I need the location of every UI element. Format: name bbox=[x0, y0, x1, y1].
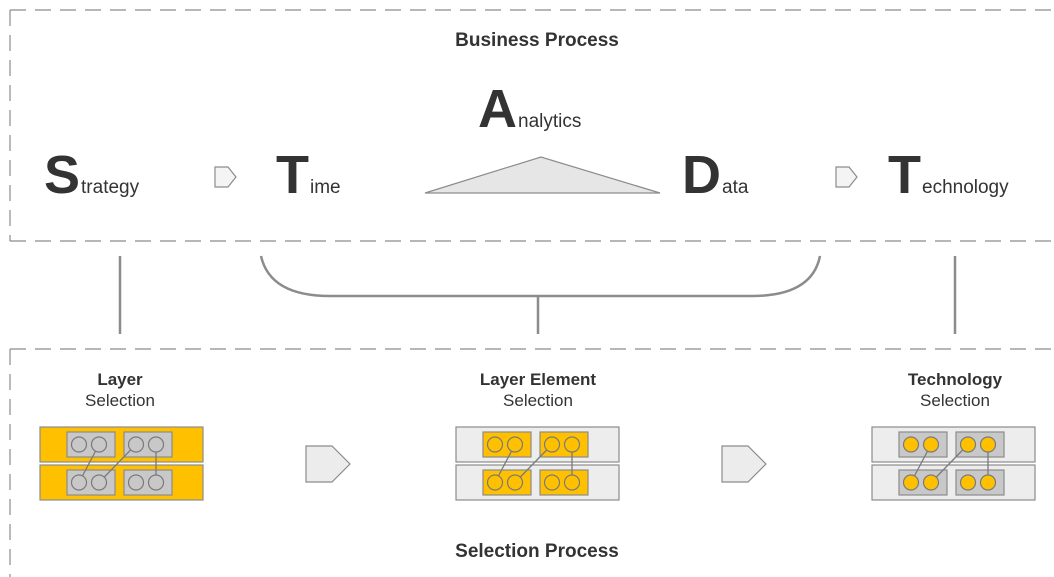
node-circle bbox=[486, 436, 504, 453]
node-circle bbox=[543, 436, 561, 453]
layer-band bbox=[39, 426, 204, 463]
analytics-triangle bbox=[424, 156, 661, 194]
layer-band bbox=[871, 426, 1036, 463]
selection-process-title: Selection Process bbox=[455, 541, 619, 562]
node-circle bbox=[959, 436, 977, 453]
link-line bbox=[514, 444, 553, 483]
step-data-rest: ata bbox=[722, 177, 749, 198]
step-technology-rest: echnology bbox=[922, 177, 1009, 198]
node-circle bbox=[90, 436, 108, 453]
stage-layer-element-label: Layer Element Selection bbox=[438, 369, 638, 411]
business-process-frame bbox=[9, 9, 1054, 242]
step-analytics-rest: nalytics bbox=[518, 111, 582, 132]
chevron-layer-element-icon bbox=[305, 445, 351, 483]
node-circle bbox=[922, 436, 940, 453]
layer-element-stack-icon bbox=[455, 426, 620, 501]
step-data-initial: D bbox=[682, 145, 721, 205]
node-circle bbox=[506, 474, 524, 491]
node-circle bbox=[543, 474, 561, 491]
node-circle bbox=[563, 436, 581, 453]
node-circle bbox=[486, 474, 504, 491]
node-circle bbox=[506, 436, 524, 453]
stage-layer-suffix: Selection bbox=[85, 391, 155, 410]
node-circle bbox=[959, 474, 977, 491]
node-circle bbox=[922, 474, 940, 491]
step-strategy-rest: trategy bbox=[81, 177, 140, 198]
node-circle bbox=[979, 474, 997, 491]
layer-band bbox=[455, 464, 620, 501]
node-circle bbox=[902, 474, 920, 491]
chevron-strategy-time-icon bbox=[214, 166, 237, 188]
link-line bbox=[98, 444, 137, 483]
node-circle bbox=[147, 436, 165, 453]
node-circle bbox=[563, 474, 581, 491]
step-technology: T echnology bbox=[888, 145, 1009, 205]
stage-layer-name: Layer bbox=[97, 370, 143, 389]
chevron-data-technology-icon bbox=[835, 166, 858, 188]
node-circle bbox=[70, 474, 88, 491]
layer-band bbox=[39, 464, 204, 501]
step-strategy-initial: S bbox=[44, 145, 81, 205]
stage-technology-suffix: Selection bbox=[920, 391, 990, 410]
business-process-title: Business Process bbox=[455, 30, 619, 51]
stage-layer-element-name: Layer Element bbox=[479, 370, 597, 389]
node-circle bbox=[979, 436, 997, 453]
node-circle bbox=[127, 436, 145, 453]
layer-band bbox=[871, 464, 1036, 501]
node-circle bbox=[90, 474, 108, 491]
step-analytics-initial: A bbox=[478, 79, 517, 139]
stage-layer-element-suffix: Selection bbox=[503, 391, 573, 410]
layer-band bbox=[455, 426, 620, 463]
step-analytics: A nalytics bbox=[478, 79, 582, 139]
chevron-element-technology-icon bbox=[721, 445, 767, 483]
node-circle bbox=[902, 436, 920, 453]
step-data: D ata bbox=[682, 145, 749, 205]
stage-technology-label: Technology Selection bbox=[875, 369, 1035, 411]
node-circle bbox=[147, 474, 165, 491]
step-strategy: S trategy bbox=[44, 145, 140, 205]
bracket-time-data bbox=[259, 255, 822, 298]
node-circle bbox=[127, 474, 145, 491]
stage-technology-name: Technology bbox=[907, 370, 1003, 389]
step-time-rest: ime bbox=[310, 177, 341, 198]
stage-layer-label: Layer Selection bbox=[60, 369, 180, 411]
step-time-initial: T bbox=[276, 145, 309, 205]
selection-process-frame bbox=[9, 348, 1054, 577]
link-line bbox=[930, 444, 969, 483]
layer-stack-icon bbox=[39, 426, 204, 501]
technology-stack-icon bbox=[871, 426, 1036, 501]
step-technology-initial: T bbox=[888, 145, 921, 205]
node-circle bbox=[70, 436, 88, 453]
step-time: T ime bbox=[276, 145, 341, 205]
